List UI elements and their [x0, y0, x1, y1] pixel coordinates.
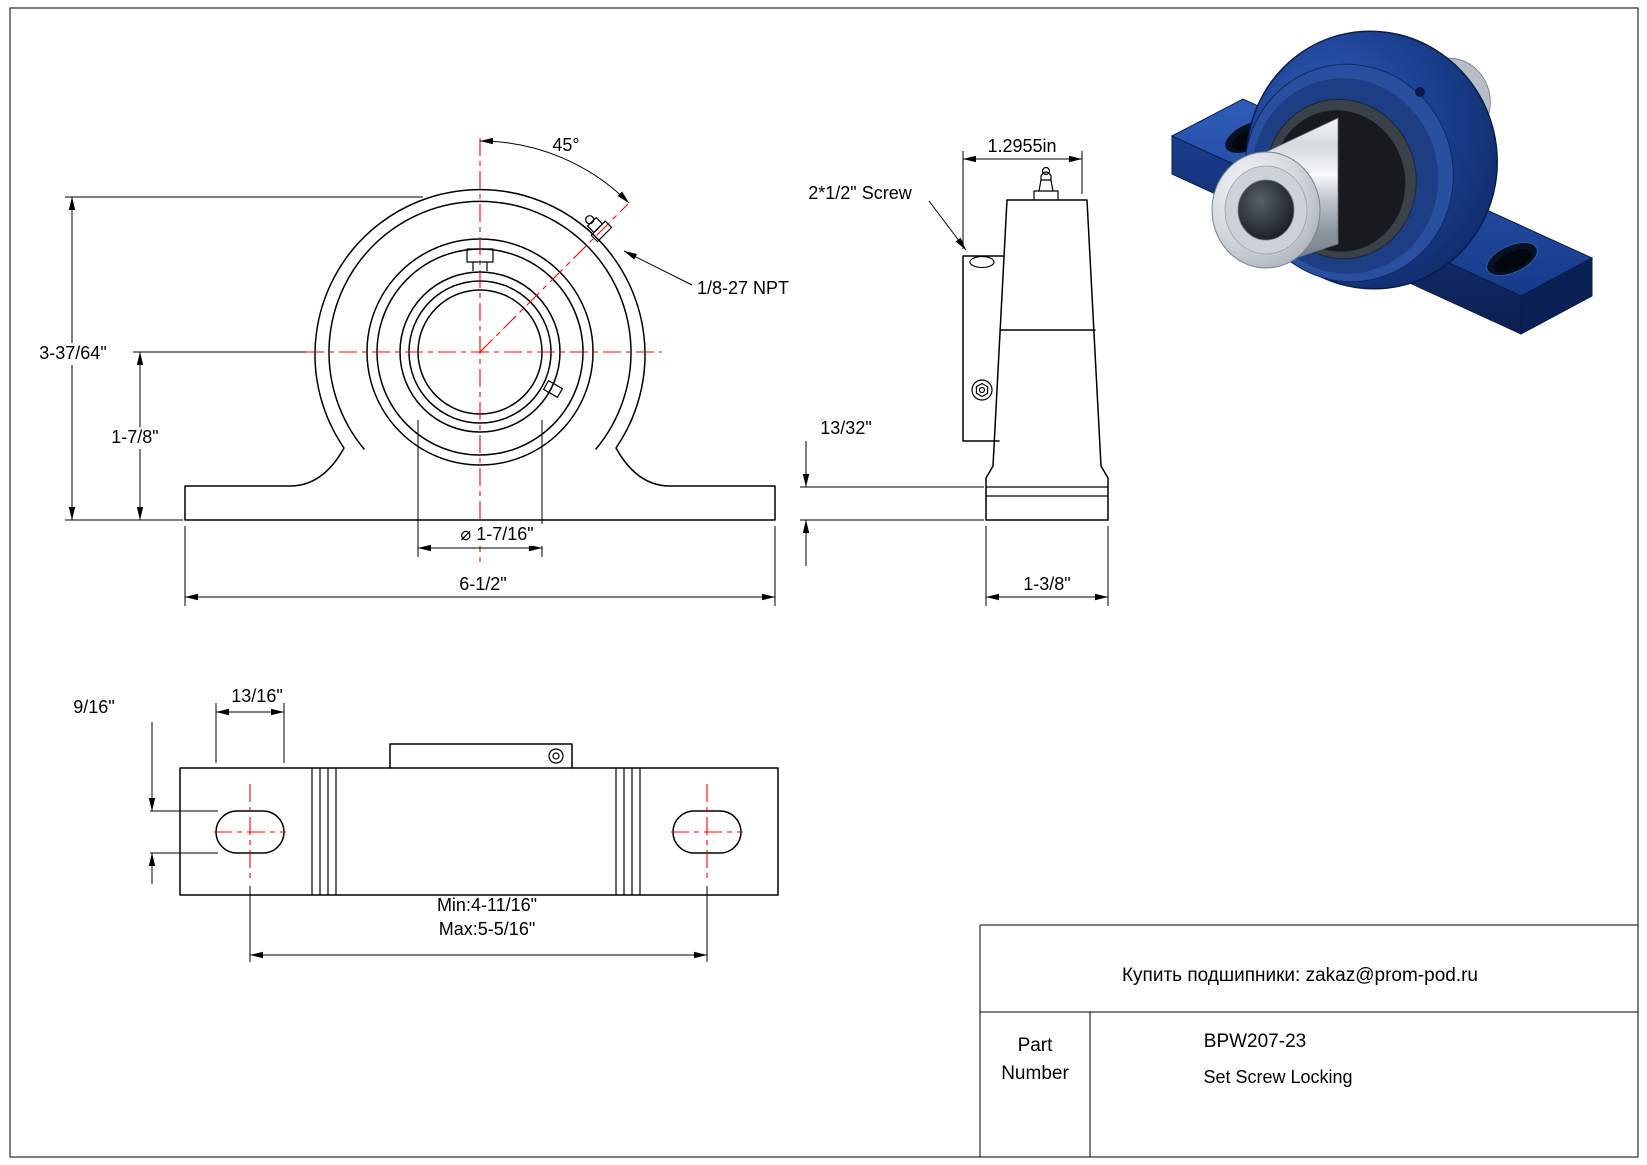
bottom-flange-lines — [311, 768, 641, 895]
dim-bore: ⌀ 1-7/16" — [417, 420, 558, 557]
title-block: Купить подшипники: zakaz@prom-pod.ru Par… — [979, 924, 1638, 1157]
dim-npt: 1/8-27 NPT — [623, 250, 789, 298]
dim-base-depth: 1-3/8" — [985, 526, 1109, 606]
dim-overall-height: 3-37/64" — [24, 196, 423, 521]
side-lug — [962, 255, 1004, 442]
base-width-label: 6-1/2" — [459, 574, 506, 594]
slot-length-label: 13/16" — [231, 686, 282, 706]
dim-bolt-span: Min:4-11/16" Max:5-5/16" — [249, 886, 708, 962]
dim-center-height: 1-7/8" — [93, 351, 306, 520]
bolt-slot-left — [215, 810, 285, 854]
dim-base-lip: 13/32" — [800, 418, 984, 566]
part-label-line1: Part — [1018, 1035, 1054, 1056]
bottom-view: 13/16" 9/16" Min:4-11/16" Max:5-5/16" — [73, 686, 779, 962]
part-number-value: BPW207-23 — [1204, 1031, 1306, 1052]
grease-fitting-side — [1033, 166, 1059, 200]
set-screw-side — [971, 379, 993, 401]
front-view: 45° 1/8-27 NPT 3-37/64" 1-7/8" ⌀ 1-7/16 — [24, 135, 789, 606]
side-body-outline — [985, 199, 1109, 521]
base-lip-label: 13/32" — [820, 418, 871, 438]
bottom-boss — [389, 743, 573, 769]
iso-set-screw-hole — [1415, 87, 1425, 97]
top-width-label: 1.2955in — [987, 136, 1056, 156]
base-depth-label: 1-3/8" — [1023, 574, 1070, 594]
dim-angle: 45° — [479, 135, 630, 204]
locking-collar-detail — [542, 380, 564, 398]
centerlines-front — [306, 138, 662, 566]
bolt-span-min-label: Min:4-11/16" — [437, 895, 537, 915]
center-height-label: 1-7/8" — [111, 427, 158, 447]
contact-text: Купить подшипники: zakaz@prom-pod.ru — [1122, 965, 1478, 986]
bottom-set-screw — [548, 748, 564, 764]
side-view: 1.2955in 2*1/2" Screw 13/32" 1-3/8" — [800, 136, 1109, 606]
iso-base-right-face — [1520, 257, 1593, 335]
iso-bolt-hole-right — [1486, 241, 1538, 277]
angle-label: 45° — [552, 135, 579, 155]
screw-label: 2*1/2" Screw — [808, 183, 912, 203]
dim-screw-callout: 2*1/2" Screw — [808, 183, 967, 251]
iso-3d-view — [1170, 30, 1594, 335]
locking-type-value: Set Screw Locking — [1203, 1067, 1352, 1087]
slot-width-label: 9/16" — [73, 697, 114, 717]
part-label-line2: Number — [1001, 1063, 1069, 1084]
sheet-border — [9, 7, 1639, 1158]
bore-diameter-label: ⌀ 1-7/16" — [460, 524, 533, 544]
side-base-lines — [986, 486, 1108, 497]
iso-shaft-bore — [1237, 179, 1295, 241]
npt-label: 1/8-27 NPT — [697, 278, 789, 298]
title-block-lines — [979, 924, 1638, 1157]
dim-slot-length: 13/16" — [215, 686, 285, 763]
dim-top-width: 1.2955in — [962, 136, 1083, 249]
bolt-slot-right — [672, 810, 742, 854]
dim-base-width: 6-1/2" — [184, 526, 776, 606]
dim-slot-width: 9/16" — [73, 697, 218, 884]
centerlines-bottom — [214, 784, 743, 880]
bolt-span-max-label: Max:5-5/16" — [439, 919, 535, 939]
overall-height-label: 3-37/64" — [39, 343, 106, 363]
